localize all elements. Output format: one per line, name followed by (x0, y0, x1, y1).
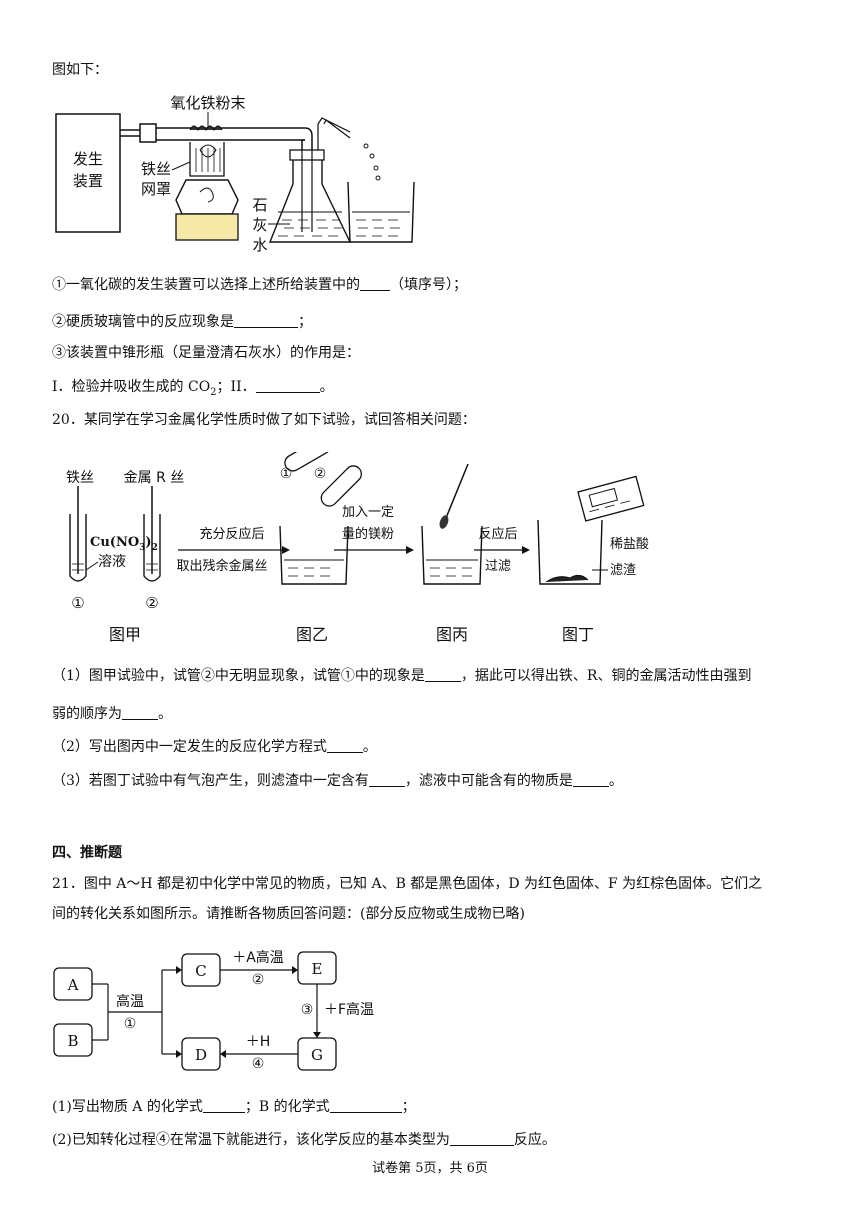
q20-part1-line1: （1）图甲试验中，试管②中无明显现象，试管①中的现象是，据此可以得出铁、R、铜的… (52, 667, 752, 684)
generator-label-1: 发生 (73, 150, 103, 168)
page-footer: 试卷第 5页，共 6页 (372, 1161, 488, 1176)
q21-part1: (1)写出物质 A 的化学式；B 的化学式； (52, 1098, 416, 1115)
svg-text:E: E (312, 960, 323, 978)
answer-blank[interactable] (449, 1131, 514, 1146)
answer-blank[interactable] (326, 738, 363, 753)
generator-box (55, 113, 121, 233)
answer-blank[interactable] (572, 772, 609, 787)
r4-num: ④ (252, 1056, 265, 1072)
generator-label-2: 装置 (73, 172, 103, 190)
arrow1-bottom-label: 取出残余金属丝 (176, 558, 267, 574)
answer-blank[interactable] (234, 313, 298, 328)
q19-sub3: ③该装置中锥形瓶（足量澄清石灰水）的作用是： (52, 345, 360, 361)
caption-jia: 图甲 (109, 625, 141, 644)
q19-sub1: ①一氧化碳的发生装置可以选择上述所给装置中的（填序号）； (52, 276, 467, 293)
r3-label: ＋F高温 (324, 1001, 374, 1018)
stand-block (175, 213, 239, 241)
svg-text:C: C (195, 962, 206, 980)
arrow3-top-label: 反应后 (478, 526, 517, 542)
tube-2-label: ② (145, 594, 158, 612)
svg-text:A: A (67, 976, 79, 994)
answer-blank[interactable] (329, 1098, 402, 1113)
answer-blank[interactable] (202, 1098, 245, 1113)
limewater-label-3: 水 (252, 236, 267, 254)
svg-text:D: D (195, 1046, 207, 1064)
tube-1-label: ① (71, 594, 84, 612)
q21-reaction-diagram: A B C E D G 高温 ① ＋A高温 ② ③ ＋F高温 ＋H ④ (53, 949, 374, 1072)
tilted-tube-1-label: ① (280, 466, 293, 482)
limewater-label-2: 灰 (252, 216, 267, 234)
q19-apparatus-figure: 发生 装置 氧化铁粉末 铁丝 网罩 石 灰 水 (55, 94, 415, 254)
arrow3-bottom-label: 过滤 (485, 559, 511, 574)
q19-sub2: ②硬质玻璃管中的反应现象是； (52, 313, 312, 330)
answer-blank[interactable] (368, 772, 405, 787)
arrow2-top-label-1: 加入一定 (342, 505, 394, 520)
q20-part3: （3）若图丁试验中有气泡产生，则滤渣中一定含有，滤液中可能含有的物质是。 (52, 772, 623, 789)
answer-blank[interactable] (424, 667, 461, 682)
r2-num: ② (252, 972, 265, 988)
answer-blank[interactable] (122, 705, 158, 720)
residue-label: 滤渣 (610, 563, 636, 578)
gauze-label-1: 铁丝 (141, 160, 171, 178)
r1-label: 高温 (116, 993, 144, 1010)
q19-intro: 图如下： (52, 62, 108, 78)
svg-text:G: G (311, 1046, 323, 1064)
powder-label: 氧化铁粉末 (170, 94, 245, 112)
q21-part2: (2)已知转化过程④在常温下就能进行，该化学反应的基本类型为反应。 (52, 1131, 556, 1148)
q20-stem: 20．某同学在学习金属化学性质时做了如下试验，试回答相关问题： (52, 412, 476, 428)
section-title: 四、推断题 (52, 845, 122, 861)
r3-num: ③ (301, 1002, 314, 1018)
gauze-label-2: 网罩 (141, 180, 171, 198)
svg-text:B: B (67, 1032, 78, 1050)
caption-ding: 图丁 (562, 625, 594, 644)
solution-label: Cu(NO3)2 (90, 535, 158, 553)
limewater-label-1: 石 (252, 196, 267, 214)
q20-experiment-figure: 铁丝 金属 R 丝 Cu(NO3)2 溶液 ① ② 图甲 充分反应后 取出残余金… (66, 452, 649, 644)
q20-part1-line2: 弱的顺序为。 (52, 705, 172, 722)
q19-sub4: I．检验并吸收生成的 CO2；II．。 (52, 378, 334, 398)
r4-label: ＋H (246, 1034, 271, 1050)
answer-blank[interactable] (360, 276, 390, 291)
iron-wire-label: 铁丝 (66, 470, 94, 486)
caption-bing: 图丙 (436, 625, 468, 644)
arrow2-top-label-2: 量的镁粉 (342, 526, 394, 542)
r2-label: ＋A高温 (232, 949, 284, 966)
q21-stem-line2: 间的转化关系如图所示。请推断各物质回答问题：(部分反应物或生成物已略) (52, 906, 525, 922)
dilute-hcl-label: 稀盐酸 (610, 537, 649, 552)
q21-stem-line1: 21．图中 A～H 都是初中化学中常见的物质，已知 A、B 都是黑色固体，D 为… (52, 876, 763, 892)
q20-part2: （2）写出图丙中一定发生的反应化学方程式。 (52, 738, 377, 755)
answer-blank[interactable] (255, 378, 320, 393)
arrow1-top-label: 充分反应后 (199, 526, 264, 542)
tilted-tube-2-label: ② (314, 466, 327, 482)
metal-r-label: 金属 R 丝 (124, 470, 185, 486)
caption-yi: 图乙 (296, 625, 328, 644)
r1-num: ① (124, 1016, 137, 1032)
solution-label-2: 溶液 (98, 554, 126, 570)
